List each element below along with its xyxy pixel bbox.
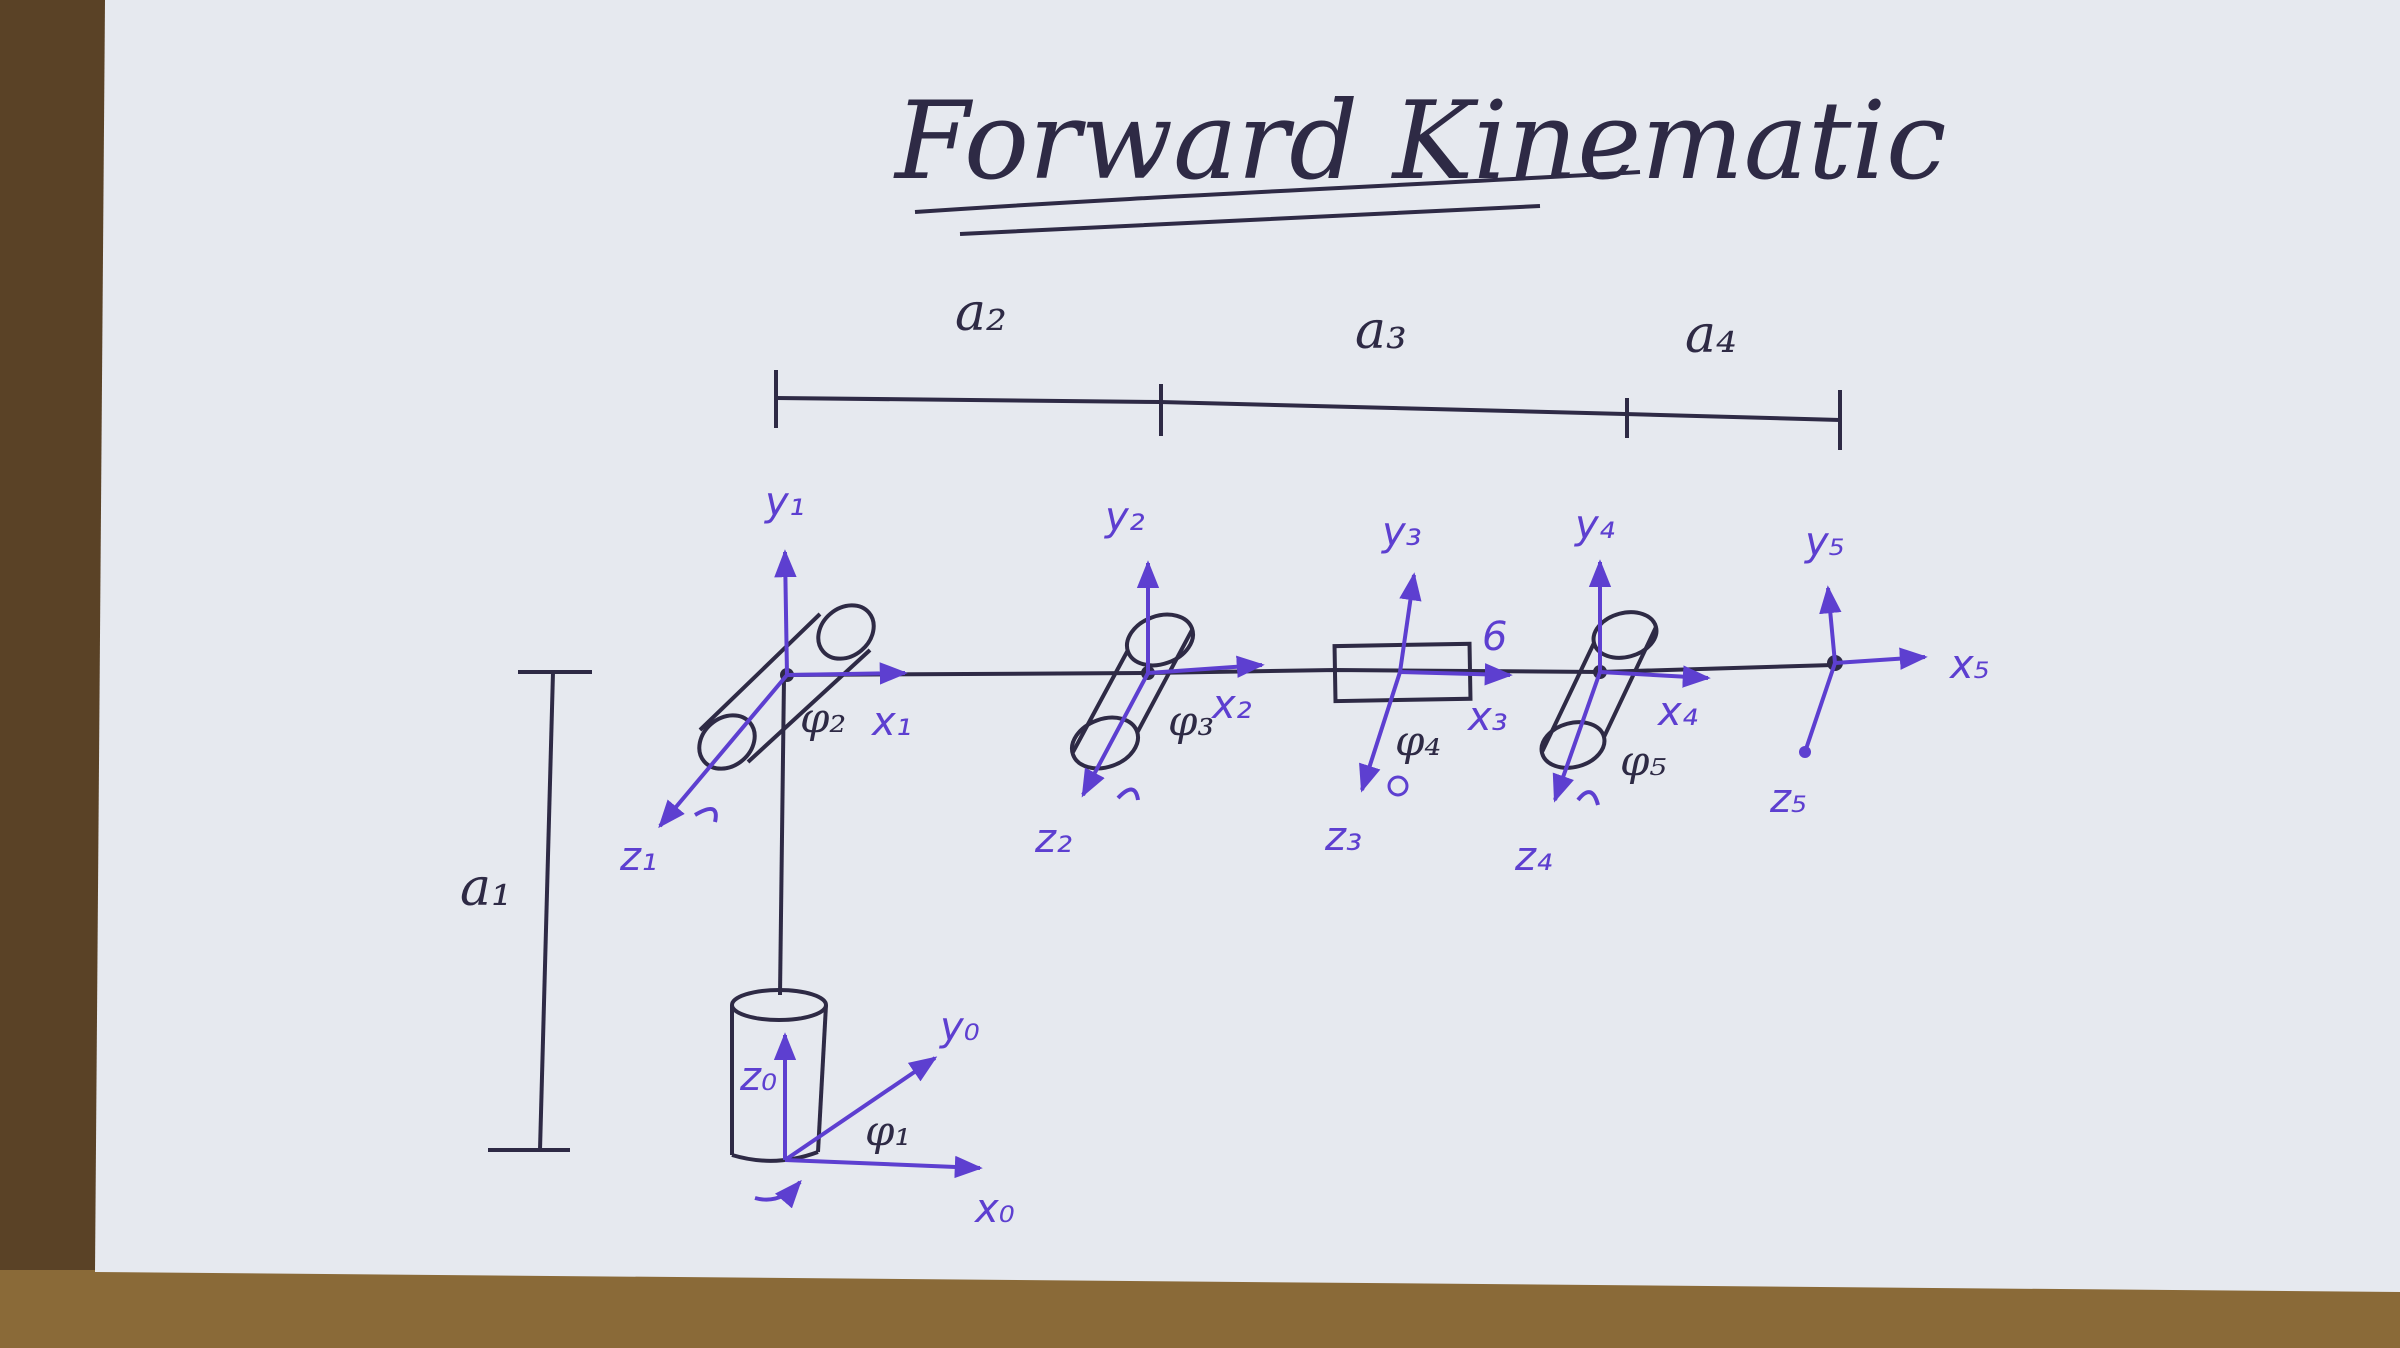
extra-mark-label: 6 [1482, 614, 1507, 660]
frame-4-z-label: z₄ [1514, 834, 1552, 880]
frame-1-x-label: x₁ [870, 699, 912, 745]
link-length-dimension [774, 370, 1842, 450]
dimension-label-a1: a₁ [460, 858, 512, 918]
frame-5-z-dot [1799, 746, 1811, 758]
frame-2-x-label: x₂ [1210, 682, 1252, 728]
frame-5-y-label: y₅ [1804, 519, 1845, 565]
frame-0-y-label: y₀ [939, 1004, 980, 1050]
joint-5-cylinder [1539, 610, 1659, 770]
joint-3-cylinder [1070, 612, 1195, 771]
frame-4-axes [1552, 559, 1711, 806]
joint-2-cylinder [697, 603, 876, 771]
frame-1-z-label: z₁ [619, 834, 657, 880]
frame-3-z-label: z₃ [1324, 814, 1362, 860]
frame-4-y-label: y₄ [1574, 502, 1615, 548]
frame-2-z-label: z₂ [1034, 816, 1072, 862]
frame-0-x-label: x₀ [973, 1186, 1015, 1232]
joint-4-rotation-mark [1387, 775, 1409, 797]
frame-4-angle-label: φ₅ [1620, 736, 1666, 785]
frame-4-x-label: x₄ [1656, 689, 1698, 735]
frame-2-axes [1081, 560, 1265, 801]
frame-3-axes [1359, 572, 1513, 793]
frame-2-y-label: y₂ [1104, 494, 1145, 540]
frame-3-angle-label: φ₄ [1395, 716, 1441, 765]
frame-0-angle-label: φ₁ [865, 1106, 911, 1155]
title-underline-1 [914, 170, 1641, 214]
paper-sheet [95, 0, 2400, 1292]
frame-0-z-label: z₀ [739, 1054, 777, 1100]
frame-1-axes [658, 549, 908, 829]
dimension-label-a3: a₃ [1355, 301, 1407, 361]
title-underline-2 [959, 204, 1541, 236]
frame-5-axes [1803, 585, 1928, 753]
frame-1-y-label: y₁ [764, 479, 805, 525]
frame-0-axes [754, 1032, 983, 1209]
dimension-label-a4: a₄ [1685, 305, 1737, 365]
frame-5-x-label: x₅ [1948, 642, 1990, 688]
base-height-dimension [488, 670, 592, 1152]
base-joint-cylinder [730, 988, 828, 1163]
frame-1-angle-label: φ₂ [800, 693, 846, 742]
frame-5-z-label: z₅ [1769, 776, 1807, 822]
dimension-label-a2: a₂ [955, 283, 1007, 343]
frame-2-angle-label: φ₃ [1168, 696, 1214, 745]
frame-3-y-label: y₃ [1381, 509, 1422, 555]
frame-3-x-label: x₃ [1466, 694, 1508, 740]
